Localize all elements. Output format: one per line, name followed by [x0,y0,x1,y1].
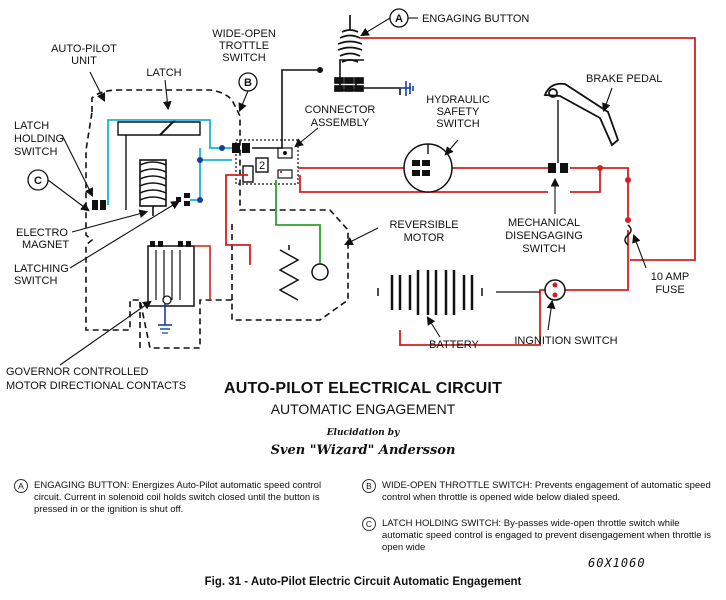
label-connector-2: ASSEMBLY [311,117,370,129]
svg-text:A: A [395,13,403,25]
label-hydraulic-3: SWITCH [436,118,479,130]
label-latch-holding-2: HOLDING [14,133,64,145]
governor-contacts [147,241,211,334]
junction-dot [625,217,631,223]
fuse [624,224,632,246]
note-latch-holding-switch: C LATCH HOLDING SWITCH: By-passes wide-o… [362,517,712,558]
marker-b: B [238,72,258,92]
svg-text:B: B [244,77,252,89]
diagram-subtitle: AUTOMATIC ENGAGEMENT [270,401,456,417]
label-connector-1: CONNECTOR [305,104,376,116]
label-governor-1: GOVERNOR CONTROLLED [6,366,148,378]
note-marker-b: B [362,479,376,493]
latch [117,119,201,210]
engaging-button-solenoid [334,15,364,92]
marker-c: C [27,169,49,191]
label-wide-open-3: SWITCH [222,52,265,64]
label-reversible-1: REVERSIBLE [389,219,458,231]
label-latch-holding-3: SWITCH [14,146,57,158]
note-text-c: LATCH HOLDING SWITCH: By-passes wide-ope… [382,518,712,553]
label-autopilot-1: AUTO-PILOT [51,43,117,55]
connector-assembly: 2 [235,139,299,185]
junction-dot [625,177,631,183]
mechanical-disengaging-switch [548,100,568,173]
label-hydraulic-2: SAFETY [437,106,480,118]
junction-dot [197,157,203,163]
battery [377,270,540,315]
figure-caption: Fig. 31 - Auto-Pilot Electric Circuit Au… [204,576,522,588]
label-electro-2: MAGNET [22,239,69,251]
circuit-diagram: 2 [6,8,696,378]
junction-dot [197,197,203,203]
label-fuse-2: FUSE [655,284,684,296]
svg-text:C: C [34,175,42,187]
note-engaging-button: A ENGAGING BUTTON: Energizes Auto-Pilot … [14,479,344,520]
note-text-a: ENGAGING BUTTON: Energizes Auto-Pilot au… [34,480,322,515]
label-autopilot-2: UNIT [71,55,97,67]
note-wide-open-throttle-switch: B WIDE-OPEN THROTTLE SWITCH: Prevents en… [362,479,712,510]
label-mechanical-1: MECHANICAL [508,217,580,229]
junction-dot [597,165,603,171]
label-fuse-1: 10 AMP [651,271,690,283]
figure-code: 60X1060 [588,556,646,570]
junction-dot [317,67,323,73]
note-marker-c: C [362,517,376,531]
label-reversible-2: MOTOR [404,232,445,244]
label-battery: BATTERY [429,339,479,351]
electro-magnet [139,159,167,216]
autopilot-unit-housing [85,89,349,349]
label-wide-open-2: TROTTLE [219,40,269,52]
diagram-title: AUTO-PILOT ELECTRICAL CIRCUIT [223,380,503,397]
label-mechanical-2: DISENGAGING [505,230,583,242]
green-wiring [275,180,321,270]
hydraulic-safety-switch [403,143,453,193]
wide-open-throttle-switch [232,143,250,153]
elucidation-label: Elucidation by [326,428,400,438]
junction-dot [219,145,225,151]
author-name: Sven "Wizard" Andersson [270,443,456,458]
label-ignition-switch: INGNITION SWITCH [514,335,617,347]
component-labels: ENGAGING BUTTON WIDE-OPEN TROTTLE SWITCH… [6,13,689,378]
ground-symbol [398,81,414,96]
label-hydraulic-1: HYDRAULIC [426,94,490,106]
reversible-motor [278,245,329,301]
label-wide-open-1: WIDE-OPEN [212,28,276,40]
label-brake-pedal: BRAKE PEDAL [586,73,662,85]
latching-switch [176,193,190,206]
ignition-switch [544,279,566,301]
marker-a: A [389,8,409,28]
latch-holding-switch [92,200,106,210]
label-governor-2: MOTOR DIRECTIONAL CONTACTS [6,380,187,392]
label-latch: LATCH [146,67,181,79]
connector-number: 2 [259,160,265,172]
note-text-b: WIDE-OPEN THROTTLE SWITCH: Prevents enga… [382,480,711,503]
brake-pedal [543,82,620,147]
label-latching-1: LATCHING [14,263,69,275]
label-latch-holding-1: LATCH [14,120,49,132]
label-engaging-button: ENGAGING BUTTON [422,13,529,25]
label-mechanical-3: SWITCH [522,243,565,255]
label-electro-1: ELECTRO [16,227,68,239]
note-marker-a: A [14,479,28,493]
leader-lines [47,17,647,366]
label-latching-2: SWITCH [14,275,57,287]
